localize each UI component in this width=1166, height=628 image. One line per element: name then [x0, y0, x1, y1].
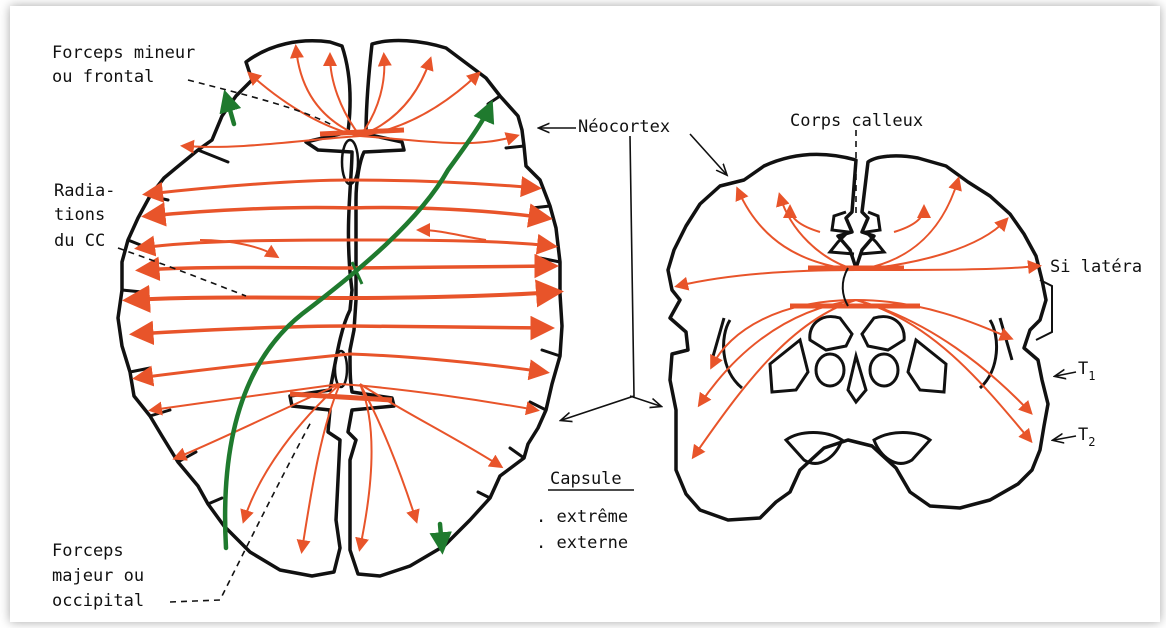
label-forceps-majeur-line3: occipital — [52, 591, 144, 611]
label-forceps-majeur-line1: Forceps — [52, 541, 124, 561]
label-forceps-mineur-line2: ou frontal — [52, 67, 154, 87]
coronal-section — [668, 130, 1052, 520]
label-capsule-externe: . externe — [536, 533, 628, 553]
label-forceps-majeur-line2: majeur ou — [52, 566, 144, 586]
label-radiations-line2: tions — [54, 205, 105, 225]
label-radiations-line1: Radia- — [54, 181, 115, 201]
label-capsule-extreme: . extrême — [536, 507, 628, 527]
label-t2: T2 — [1078, 425, 1095, 449]
horizontal-section — [118, 41, 562, 602]
label-t1: T1 — [1078, 359, 1095, 383]
label-si-latera: Si latéra — [1050, 257, 1142, 277]
label-radiations-line3: du CC — [54, 231, 105, 251]
right-hemisphere-outline — [348, 41, 562, 576]
label-forceps-mineur-line1: Forceps mineur — [52, 43, 195, 63]
label-neocortex: Néocortex — [578, 117, 670, 137]
label-corps-calleux: Corps calleux — [790, 111, 923, 131]
label-capsule-title: Capsule — [550, 469, 622, 489]
